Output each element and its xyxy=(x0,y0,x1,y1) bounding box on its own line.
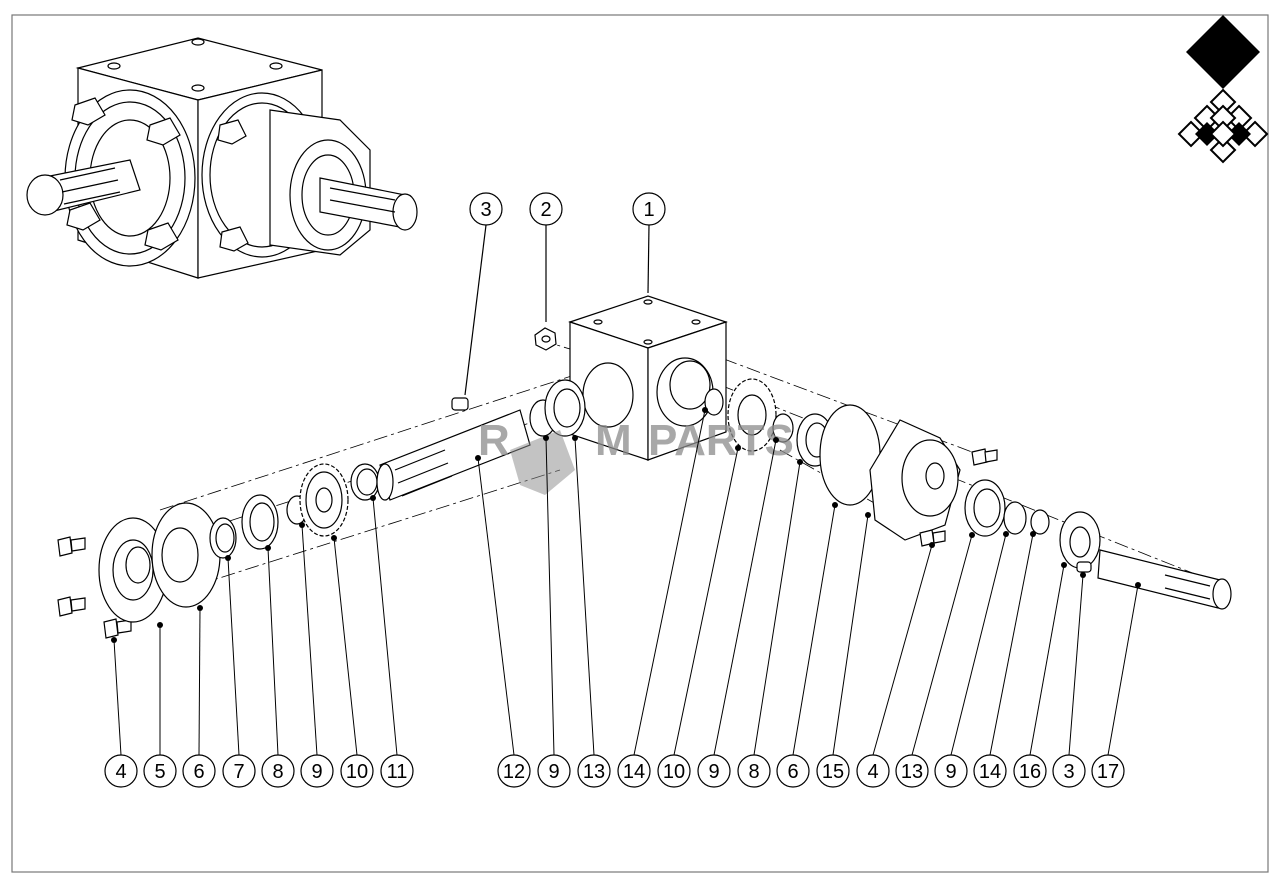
callout-labels-bottom: 4 5 6 7 8 9 10 11 12 9 13 14 10 9 8 6 15… xyxy=(115,761,1119,783)
leader-lines xyxy=(113,409,1139,756)
callout-label: 5 xyxy=(154,761,165,783)
shaft-key-top xyxy=(451,397,469,411)
left-shaft-assembly xyxy=(57,379,586,639)
breather-plug xyxy=(534,327,557,351)
callouts-top xyxy=(464,192,666,396)
assembled-gearbox-view xyxy=(26,37,418,279)
callout-label: 6 xyxy=(787,761,798,783)
callout-label: 6 xyxy=(193,761,204,783)
drawing-frame xyxy=(11,14,1269,873)
callout-label: 14 xyxy=(623,761,645,783)
callout-label: 13 xyxy=(901,761,923,783)
callout-label: 9 xyxy=(311,761,322,783)
watermark-text-right: PARTS xyxy=(648,416,794,465)
callout-label: 1 xyxy=(643,199,654,221)
watermark-text-left: R xyxy=(478,416,510,465)
callout-label: 3 xyxy=(1063,761,1074,783)
callout-label: 4 xyxy=(867,761,878,783)
leader-arrows xyxy=(111,407,1141,643)
callouts-bottom xyxy=(104,754,1125,788)
right-shaft-assembly xyxy=(704,378,1232,610)
watermark: R M PARTS xyxy=(478,416,794,495)
callout-label: 15 xyxy=(822,761,844,783)
gearbox-housing xyxy=(568,295,728,461)
brand-logo xyxy=(1177,15,1269,164)
callout-label: 4 xyxy=(115,761,126,783)
callout-label: 10 xyxy=(663,761,685,783)
callout-label: 8 xyxy=(272,761,283,783)
callout-label: 9 xyxy=(708,761,719,783)
callout-label: 13 xyxy=(583,761,605,783)
watermark-text-mid: M xyxy=(595,416,632,465)
callout-label: 9 xyxy=(945,761,956,783)
callout-label: 16 xyxy=(1019,761,1041,783)
callout-label: 12 xyxy=(503,761,525,783)
callout-label: 8 xyxy=(748,761,759,783)
callout-label: 14 xyxy=(979,761,1001,783)
callout-label: 7 xyxy=(233,761,244,783)
callout-label: 11 xyxy=(387,761,408,783)
callout-label: 3 xyxy=(480,199,491,221)
callout-label: 10 xyxy=(346,761,368,783)
callout-label: 17 xyxy=(1097,761,1119,783)
callout-label: 9 xyxy=(548,761,559,783)
callout-label: 2 xyxy=(540,199,551,221)
